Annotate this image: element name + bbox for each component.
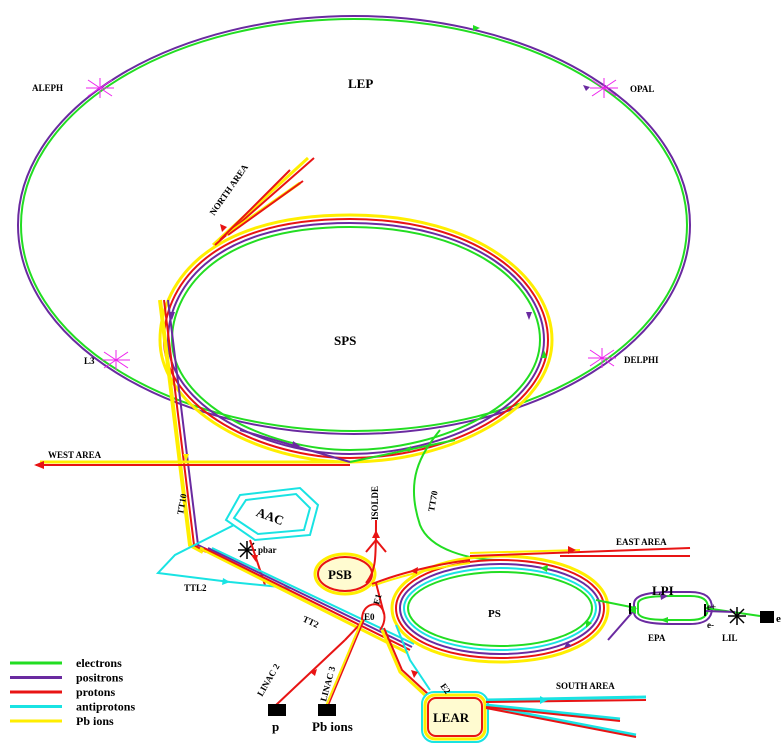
label-north-area: NORTH AREA (207, 162, 250, 217)
ttl2-transfer-line (155, 524, 291, 589)
pb-ion-source-block (318, 704, 336, 716)
legend-label: protons (76, 685, 115, 699)
legend-label: electrons (76, 656, 122, 670)
label-pbar: pbar (258, 545, 277, 555)
legend-label: antiprotons (76, 700, 135, 714)
west-area-line (34, 460, 350, 469)
label-delphi: DELPHI (624, 355, 659, 365)
label-source-e: e (776, 613, 781, 625)
label-sps: SPS (334, 333, 356, 348)
label-psb: PSB (328, 567, 352, 582)
e0-loop (361, 603, 386, 631)
label-tt2: TT2 (301, 614, 321, 630)
label-lear: LEAR (433, 710, 470, 725)
isolde-line (365, 519, 387, 584)
lear-ring (421, 691, 489, 743)
legend-item: protons (10, 685, 115, 699)
label-isolde: ISOLDE (370, 486, 380, 520)
legend-item: positrons (10, 671, 123, 685)
label-south-area: SOUTH AREA (556, 681, 615, 691)
label-source-pb-ions: Pb ions (312, 719, 353, 734)
label-east-area: EAST AREA (616, 537, 667, 547)
north-area-lines (211, 156, 315, 247)
label-l3: L3 (84, 356, 95, 366)
proton-source-block (268, 704, 286, 716)
label-e-plus: e+ (707, 602, 716, 612)
experiment-marker-aleph (86, 78, 114, 98)
lil-converter-icon (728, 607, 746, 625)
label-e-minus: e- (707, 620, 714, 630)
legend-label: Pb ions (76, 714, 114, 728)
east-area-lines (469, 546, 691, 557)
label-source-p: p (272, 719, 279, 734)
linac3-line (325, 619, 365, 707)
label-ps: PS (488, 608, 501, 620)
label-lil: LIL (722, 633, 738, 643)
label-e0: E0 (364, 612, 375, 622)
label-tt70: TT70 (426, 489, 440, 512)
experiment-marker-opal (590, 78, 618, 98)
legend-item: electrons (10, 656, 122, 670)
legend-item: Pb ions (10, 714, 114, 728)
psb-ring (313, 552, 377, 596)
south-area-lines (485, 695, 647, 738)
label-aac: AAC (254, 504, 286, 528)
legend-label: positrons (76, 671, 123, 685)
label-opal: OPAL (630, 84, 654, 94)
label-linac2: LINAC 2 (255, 662, 282, 698)
label-west-area: WEST AREA (48, 450, 102, 460)
aac-ring (224, 486, 320, 542)
label-aleph: ALEPH (32, 83, 63, 93)
tt70-transfer-line (412, 429, 501, 561)
ps-ring (390, 554, 610, 664)
label-e1: E1 (371, 592, 384, 605)
e2-line (380, 624, 431, 698)
label-ttl2: TTL2 (184, 583, 207, 593)
psb-to-ps-line (371, 559, 471, 587)
e1-line (375, 582, 385, 615)
label-lep: LEP (348, 76, 373, 91)
electron-source-block (760, 611, 774, 623)
label-epa: EPA (648, 633, 666, 643)
lep-injection-lines (239, 429, 456, 463)
lep-ring (17, 15, 691, 435)
legend-item: antiprotons (10, 700, 135, 714)
label-tt10: TT10 (175, 492, 189, 515)
experiment-marker-delphi (588, 348, 616, 368)
label-lpi: LPI (652, 583, 674, 598)
experiment-marker-l3 (102, 350, 130, 370)
